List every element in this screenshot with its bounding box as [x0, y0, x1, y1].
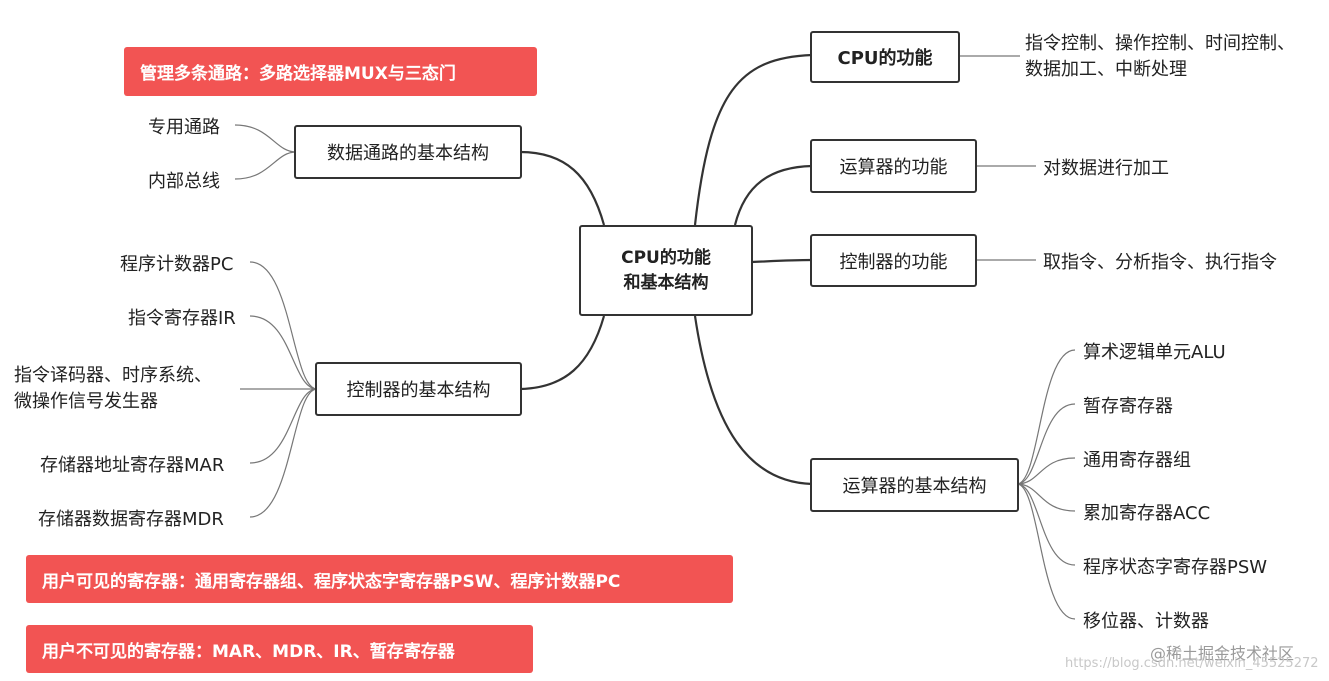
leaf-mar: 存储器地址寄存器MAR	[40, 455, 225, 476]
node-alu-structure: 运算器的基本结构	[810, 458, 1019, 512]
leaf-general-registers: 通用寄存器组	[1083, 450, 1191, 471]
leaf-controller-function-desc: 取指令、分析指令、执行指令	[1043, 252, 1277, 273]
note-visible-registers: 用户可见的寄存器：通用寄存器组、程序状态字寄存器PSW、程序计数器PC	[26, 555, 733, 603]
link-alu-func	[733, 164, 813, 226]
leaf-decoder-timing-line2: 微操作信号发生器	[14, 391, 158, 412]
leaf-alu: 算术逻辑单元ALU	[1083, 342, 1226, 363]
node-alu-structure-label: 运算器的基本结构	[842, 476, 987, 497]
node-alu-function-label: 运算器的功能	[839, 157, 948, 178]
leaf-cpu-function-desc-line1: 指令控制、操作控制、时间控制、	[1025, 33, 1295, 54]
node-datapath-structure-label: 数据通路的基本结构	[327, 143, 489, 164]
note-mux: 管理多条通路：多路选择器MUX与三态门	[124, 47, 537, 96]
link-cpu-func	[693, 53, 813, 226]
leaf-cpu-function-desc: 指令控制、操作控制、时间控制、 数据加工、中断处理	[1025, 31, 1325, 83]
leaf-psw: 程序状态字寄存器PSW	[1083, 557, 1268, 578]
leaf-acc: 累加寄存器ACC	[1083, 503, 1211, 524]
leaf-ir: 指令寄存器IR	[128, 308, 236, 329]
central-topic: CPU的功能 和基本结构	[579, 225, 753, 316]
node-alu-function: 运算器的功能	[810, 139, 977, 193]
leaf-shifter-counter: 移位器、计数器	[1083, 611, 1209, 632]
link-alu-struct	[693, 315, 813, 486]
link-ctrl-struct	[519, 315, 606, 391]
leaf-decoder-timing-line1: 指令译码器、时序系统、	[14, 365, 212, 386]
node-cpu-function-label: CPU的功能	[837, 48, 933, 69]
node-datapath-structure: 数据通路的基本结构	[294, 125, 522, 179]
node-controller-function-label: 控制器的功能	[839, 251, 948, 273]
leaf-internal-bus: 内部总线	[148, 171, 220, 192]
link-ctrl-func	[751, 258, 813, 264]
watermark-site: @稀土掘金技术社区	[1150, 644, 1295, 663]
node-cpu-function: CPU的功能	[810, 31, 960, 83]
leaf-decoder-timing: 指令译码器、时序系统、 微操作信号发生器	[14, 363, 244, 415]
leaf-alu-function-desc: 对数据进行加工	[1043, 158, 1169, 179]
node-controller-function: 控制器的功能	[810, 234, 977, 287]
leaf-temp-register: 暂存寄存器	[1083, 396, 1173, 417]
node-controller-structure-label: 控制器的基本结构	[346, 380, 491, 401]
leaf-mdr: 存储器数据寄存器MDR	[38, 509, 224, 530]
watermark-url: https://blog.csdn.net/weixin_45525272	[1065, 656, 1319, 671]
leaf-cpu-function-desc-line2: 数据加工、中断处理	[1025, 59, 1187, 80]
central-topic-line1: CPU的功能	[621, 247, 711, 268]
link-datapath	[519, 150, 606, 226]
leaf-dedicated-path: 专用通路	[148, 117, 220, 138]
central-topic-line2: 和基本结构	[623, 272, 709, 293]
node-controller-structure: 控制器的基本结构	[315, 362, 522, 416]
leaf-pc: 程序计数器PC	[120, 254, 234, 275]
note-invisible-registers: 用户不可见的寄存器：MAR、MDR、IR、暂存寄存器	[26, 625, 533, 673]
